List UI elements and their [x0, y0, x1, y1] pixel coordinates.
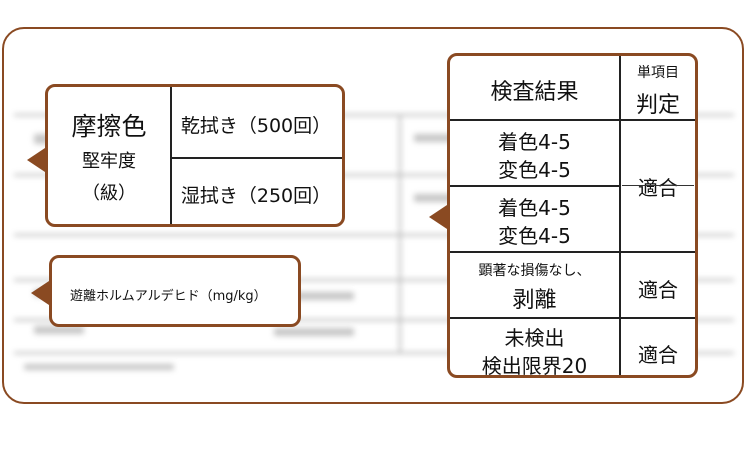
header-test-result: 検査結果 — [490, 80, 579, 105]
row2-staining: 着色4-5 — [498, 196, 571, 220]
callout-pointer-formaldehyde — [31, 281, 49, 305]
row-divider — [450, 251, 695, 253]
row2-discoloration: 変色4-5 — [498, 224, 571, 248]
row3-judgement: 適合 — [638, 278, 678, 302]
strike-mark — [622, 185, 694, 186]
row1-discoloration: 変色4-5 — [498, 158, 571, 182]
rubbing-fastness-title: 摩擦色 — [71, 112, 147, 141]
callout-pointer-rubbing — [27, 148, 45, 172]
callout-pointer-results — [429, 205, 447, 229]
rubbing-fastness-subtitle: 堅牢度 — [82, 151, 136, 172]
row3-peeling: 剥離 — [512, 288, 557, 313]
row-divider — [450, 185, 619, 187]
row1-staining: 着色4-5 — [498, 130, 571, 154]
row3-no-damage: 顕著な損傷なし、 — [478, 263, 591, 279]
wet-rub-label: 湿拭き（250回） — [180, 185, 332, 207]
dry-rub-label: 乾拭き（500回） — [180, 115, 332, 137]
column-divider — [619, 56, 621, 375]
row4-detection-limit: 検出限界20 — [481, 354, 588, 378]
formaldehyde-callout: 遊離ホルムアルデヒド（mg/kg） — [49, 255, 301, 327]
rubbing-fastness-unit: （級） — [82, 183, 136, 204]
header-item-top: 単項目 — [637, 65, 679, 81]
row-divider — [450, 317, 695, 319]
row4-not-detected: 未検出 — [504, 326, 565, 350]
row4-judgement: 適合 — [638, 343, 678, 367]
rubbing-judgement: 適合 — [638, 176, 678, 200]
row-divider — [170, 157, 342, 159]
rubbing-fastness-label-cell: 摩擦色 堅牢度 （級） — [48, 87, 172, 224]
rubbing-fastness-callout: 摩擦色 堅牢度 （級） 乾拭き（500回） 湿拭き（250回） — [45, 84, 345, 227]
row-divider — [450, 119, 695, 121]
header-item-bottom: 判定 — [635, 93, 680, 118]
formaldehyde-label: 遊離ホルムアルデヒド（mg/kg） — [70, 289, 267, 304]
results-callout: 検査結果 単項目 判定 着色4-5 変色4-5 着色4-5 変色4-5 適合 顕… — [447, 53, 698, 378]
